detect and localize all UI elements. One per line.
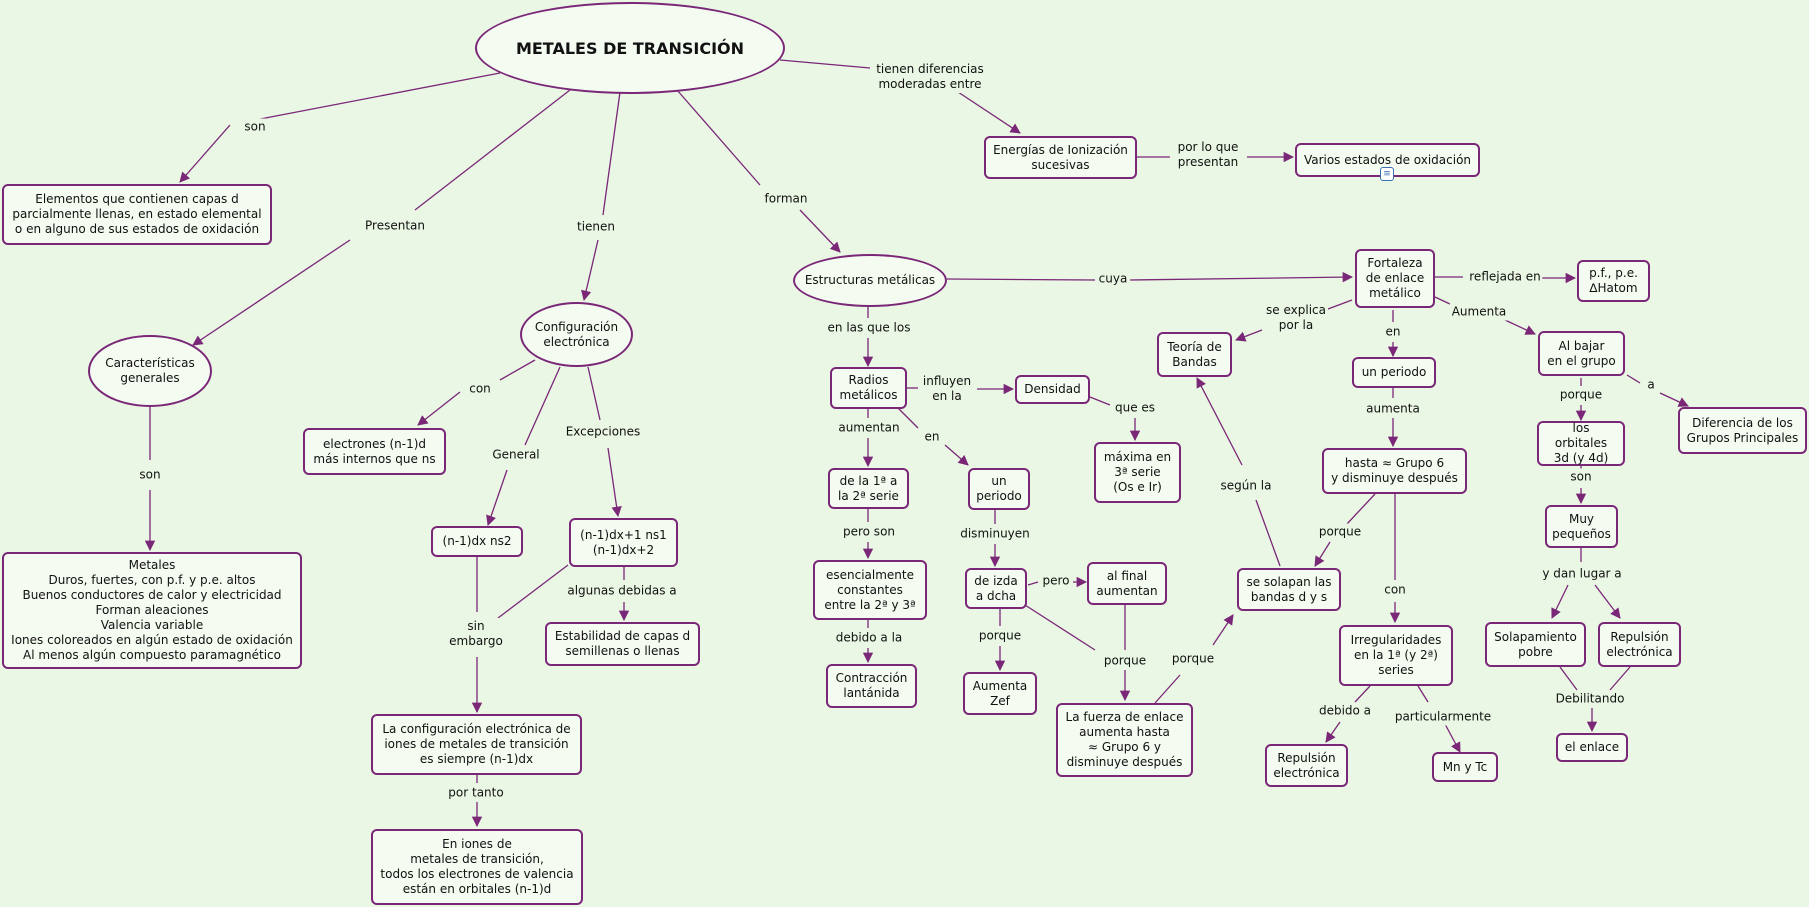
link-label-porque-fuerza: porque (1101, 652, 1149, 670)
link-label-presentan: Presentan (363, 217, 427, 235)
link-label-por-lo-que: por lo que presentan (1175, 139, 1241, 171)
link-label-se-explica: se explica por la (1264, 302, 1328, 334)
concept-repulsion-electronica-1[interactable]: Repulsión electrónica (1265, 744, 1348, 787)
link-label-porque-orbitales: porque (1557, 386, 1605, 404)
concept-se-solapan-bandas[interactable]: se solapan las bandas d y s (1237, 568, 1341, 611)
concept-config-iones[interactable]: La configuración electrónica de iones de… (371, 714, 582, 775)
concept-densidad[interactable]: Densidad (1015, 375, 1090, 404)
concept-caracteristicas-generales[interactable]: Características generales (88, 335, 212, 407)
concept-mn-y-tc[interactable]: Mn y Tc (1432, 752, 1498, 782)
concept-muy-pequenos[interactable]: Muy pequeños (1545, 505, 1618, 548)
link-label-general: General (490, 446, 542, 464)
link-label-con: con (467, 380, 493, 398)
concept-iones-valencia[interactable]: En iones de metales de transición, todos… (371, 829, 583, 905)
concept-fortaleza-enlace[interactable]: Fortaleza de enlace metálico (1355, 249, 1435, 308)
concept-contraccion-lantanida[interactable]: Contracción lantánida (826, 664, 917, 708)
concept-fuerza-de-enlace[interactable]: La fuerza de enlace aumenta hasta ≈ Grup… (1056, 703, 1193, 777)
link-label-con-irregularidades: con (1382, 581, 1408, 599)
concept-el-enlace[interactable]: el enlace (1556, 733, 1628, 762)
link-label-debido-a-la: debido a la (833, 629, 905, 647)
concept-aumenta-zef[interactable]: Aumenta Zef (963, 672, 1037, 715)
link-label-aumenta-periodo: aumenta (1364, 400, 1422, 418)
concept-teoria-de-bandas[interactable]: Teoría de Bandas (1157, 332, 1232, 377)
link-label-aumenta-grupo: Aumenta (1449, 303, 1509, 321)
concept-elementos-capas-d[interactable]: Elementos que contienen capas d parcialm… (2, 184, 272, 245)
concept-excepcion-config[interactable]: (n-1)dx+1 ns1 (n-1)dx+2 (569, 518, 678, 567)
link-label-por-tanto: por tanto (446, 784, 506, 802)
concept-pf-pe-hatom[interactable]: p.f., p.e. ∆Hatom (1577, 260, 1650, 302)
link-label-algunas-debidas: algunas debidas a (565, 582, 679, 600)
concept-un-periodo-radios[interactable]: un periodo (968, 468, 1030, 510)
concept-electrones-internos[interactable]: electrones (n-1)d más internos que ns (303, 428, 446, 475)
link-label-debilitando: Debilitando (1553, 690, 1627, 708)
concept-de-1a-a-2a-serie[interactable]: de la 1ª a la 2ª serie (828, 468, 909, 509)
link-label-y-dan-lugar: y dan lugar a (1540, 565, 1624, 583)
concept-diferencia-grupos-principales[interactable]: Diferencia de los Grupos Principales (1678, 407, 1807, 454)
link-label-son: son (242, 118, 268, 136)
concept-un-periodo-fortaleza[interactable]: un periodo (1352, 357, 1436, 388)
link-label-tienen: tienen (574, 218, 618, 236)
link-label-porque-solapan: porque (1169, 650, 1217, 668)
concept-configuracion-electronica[interactable]: Configuración electrónica (520, 302, 633, 367)
link-label-pero-son: pero son (840, 523, 898, 541)
link-label-tienen-diferencias: tienen diferencias moderadas entre (874, 61, 986, 93)
link-label-que-es: que es (1112, 399, 1158, 417)
link-label-porque-hasta: porque (1316, 523, 1364, 541)
concept-hasta-grupo-6[interactable]: hasta ≈ Grupo 6 y disminuye después (1322, 448, 1467, 494)
link-label-disminuyen: disminuyen (958, 525, 1032, 543)
link-label-debido-a: debido a (1316, 702, 1374, 720)
link-label-pero: pero (1040, 572, 1072, 590)
concept-orbitales-3d-4d[interactable]: los orbitales 3d (y 4d) (1537, 421, 1625, 466)
concept-de-izda-a-dcha[interactable]: de izda a dcha (965, 568, 1027, 609)
concept-metales-propiedades[interactable]: Metales Duros, fuertes, con p.f. y p.e. … (2, 552, 302, 669)
link-label-a: a (1645, 376, 1657, 394)
concept-maxima-3a-serie[interactable]: máxima en 3ª serie (Os e Ir) (1094, 442, 1181, 503)
concept-energias-ionizacion[interactable]: Energías de Ionización sucesivas (984, 136, 1137, 179)
concept-esencialmente-constantes[interactable]: esencialmente constantes entre la 2ª y 3… (813, 560, 927, 620)
link-label-sin-embargo: sin embargo (447, 618, 505, 650)
concept-irregularidades[interactable]: Irregularidades en la 1ª (y 2ª) series (1339, 625, 1453, 686)
link-label-segun-la: según la (1218, 477, 1274, 495)
link-label-excepciones: Excepciones (563, 423, 643, 441)
concept-estructuras-metalicas[interactable]: Estructuras metálicas (793, 254, 947, 307)
concept-estabilidad-capas-d[interactable]: Estabilidad de capas d semillenas o llen… (545, 622, 700, 666)
link-label-reflejada-en: reflejada en (1467, 268, 1543, 286)
link-label-en-las-que-los: en las que los (825, 319, 913, 337)
link-label-aumentan: aumentan (836, 419, 902, 437)
link-label-particularmente: particularmente (1392, 708, 1494, 726)
link-label-son-caracteristicas: son (137, 466, 163, 484)
concept-al-final-aumentan[interactable]: al final aumentan (1087, 562, 1167, 605)
concept-n1dx-ns2[interactable]: (n-1)dx ns2 (431, 526, 523, 557)
link-label-en-fortaleza: en (1383, 323, 1403, 341)
link-label-porque-zef: porque (976, 627, 1024, 645)
concept-metales-de-transicion[interactable]: METALES DE TRANSICIÓN (475, 2, 785, 94)
link-label-son-orbitales: son (1568, 468, 1594, 486)
concept-radios-metalicos[interactable]: Radios metálicos (830, 367, 907, 409)
concept-solapamiento-pobre[interactable]: Solapamiento pobre (1485, 622, 1586, 667)
concept-repulsion-electronica-2[interactable]: Repulsión electrónica (1598, 622, 1681, 667)
link-label-influyen: influyen en la (920, 373, 974, 405)
link-label-en-radios: en (922, 428, 942, 446)
document-icon[interactable]: ≡ (1380, 167, 1394, 181)
link-label-cuya: cuya (1096, 270, 1130, 288)
concept-al-bajar-en-el-grupo[interactable]: Al bajar en el grupo (1538, 331, 1625, 376)
link-label-forman: forman (762, 190, 810, 208)
